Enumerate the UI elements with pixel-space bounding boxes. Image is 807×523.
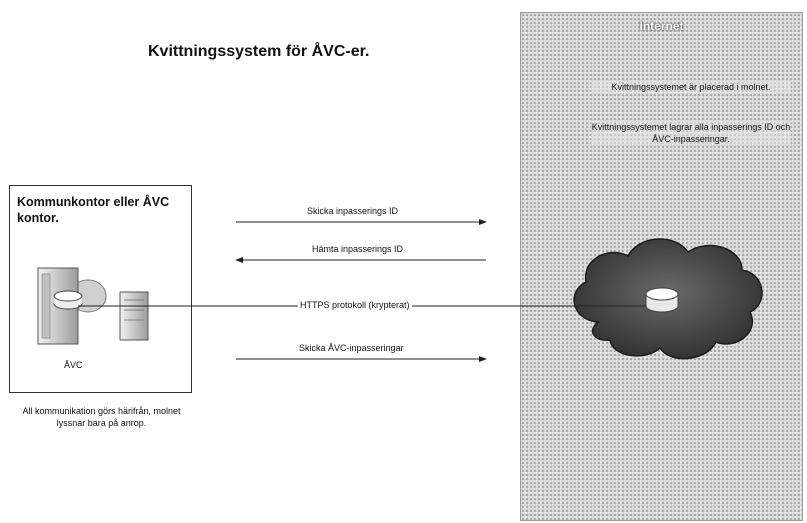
send-id-label: Skicka inpasserings ID [305,206,401,216]
diagram-title: Kvittningssystem för ÅVC-er. [148,43,370,60]
avc-label: ÅVC [64,360,83,370]
internet-note-location: Kvittningssystemet är placerad i molnet. [591,81,791,93]
https-label: HTTPS protokoll (krypterat) [298,300,412,310]
office-title: Kommunkontor eller ÅVC kontor. [17,195,170,225]
cloud-database-icon [645,287,679,313]
internet-title: Internet [639,19,684,33]
firewall-icon [119,291,149,341]
send-entries-label: Skicka ÅVC-inpasseringar [297,343,406,353]
bottom-note: All kommunikation görs härifrån, molnet … [22,406,181,428]
server-icon [37,267,107,345]
fetch-id-label: Hämta inpasserings ID [310,244,406,254]
internet-note-storage: Kvittningssystemet lagrar alla inpasseri… [591,121,791,145]
